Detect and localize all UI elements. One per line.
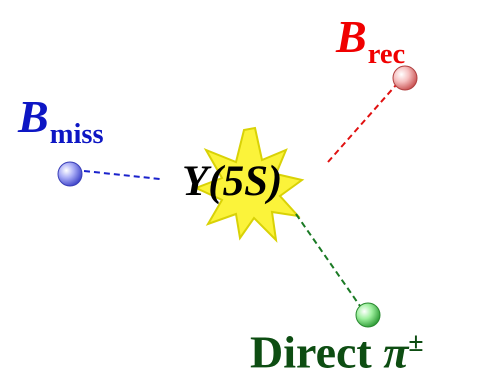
direct-pi-particle <box>355 302 381 328</box>
upsilon-5s-label: Y(5S) <box>182 158 283 205</box>
pi-symbol: π <box>383 326 409 378</box>
b-miss-particle <box>57 161 83 187</box>
b-miss-symbol: B <box>18 91 49 142</box>
b-miss-subscript: miss <box>49 118 104 150</box>
b-rec-particle <box>392 65 418 91</box>
burst-icon <box>193 126 305 243</box>
b-rec-symbol: B <box>336 11 367 62</box>
line-direct-pi <box>295 213 361 307</box>
b-miss-label: Bmiss <box>18 94 104 149</box>
direct-pi-text: Direct <box>250 326 384 378</box>
pi-charge: ± <box>408 326 424 357</box>
line-b-miss <box>83 170 161 180</box>
line-b-rec <box>327 84 397 163</box>
direct-pi-label: Direct π± <box>250 328 424 375</box>
b-rec-label: Brec <box>336 14 405 69</box>
b-rec-subscript: rec <box>367 38 406 70</box>
